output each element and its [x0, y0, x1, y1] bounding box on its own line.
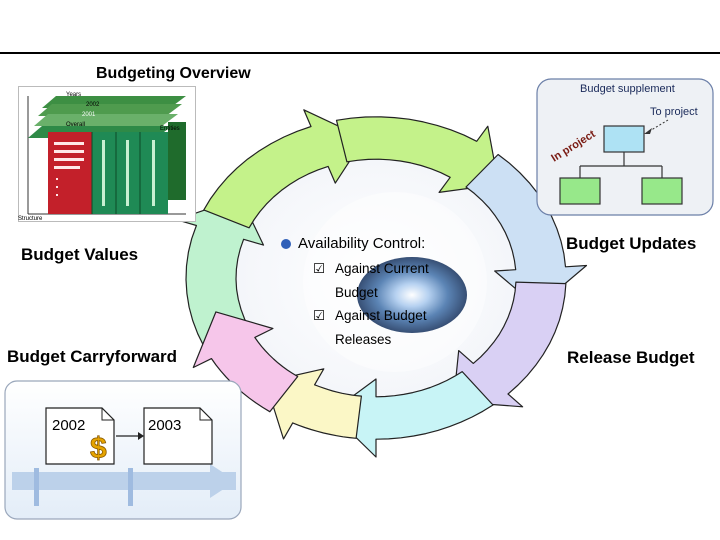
doc-from-year: 2002: [52, 417, 85, 434]
availability-title: Availability Control:: [298, 235, 426, 252]
header-rule: [0, 52, 720, 54]
cube-structure-label: Structure: [18, 216, 43, 222]
budget-updates-label: Budget Updates: [566, 234, 697, 253]
availability-item1-line2: Budget: [335, 285, 378, 300]
release-budget-label: Release Budget: [567, 348, 695, 367]
hierarchy-root-node: [603, 125, 645, 153]
availability-item1-line1: Against Current: [335, 261, 429, 276]
cube-year-b: 2001: [82, 112, 96, 118]
cube-entities-label: Entities: [160, 126, 180, 132]
supplement-to-project: To project: [650, 106, 698, 118]
checkbox-icon: ☑: [313, 261, 326, 276]
cube-image: Years 2002 2001 Overall Entities Structu…: [18, 86, 196, 222]
doc-to-year: 2003: [148, 417, 181, 434]
hierarchy-child-node-right: [641, 177, 683, 205]
checkbox-icon: ☑: [313, 308, 326, 323]
budget-values-label: Budget Values: [21, 245, 139, 264]
cube-year-a: 2002: [86, 102, 100, 108]
availability-item2-line2: Releases: [335, 332, 392, 347]
carryforward-image: 2002 2003 $: [4, 380, 242, 520]
cycle-arrow-pink: [192, 311, 299, 413]
cube-years-label: Years: [66, 92, 81, 98]
budget-carryforward-label: Budget Carryforward: [7, 347, 178, 366]
center-globe-image: [357, 257, 467, 333]
budget-supplement-panel: Budget supplement To project In project: [536, 78, 714, 216]
hierarchy-child-node-left: [559, 177, 601, 205]
dollar-icon: $: [90, 432, 107, 465]
cube-overall-label: Overall: [66, 122, 85, 128]
supplement-title: Budget supplement: [580, 83, 675, 95]
availability-item2-line1: Against Budget: [335, 308, 427, 323]
page-title: Budgeting Overview: [96, 65, 251, 82]
bullet-dot: [281, 239, 291, 249]
